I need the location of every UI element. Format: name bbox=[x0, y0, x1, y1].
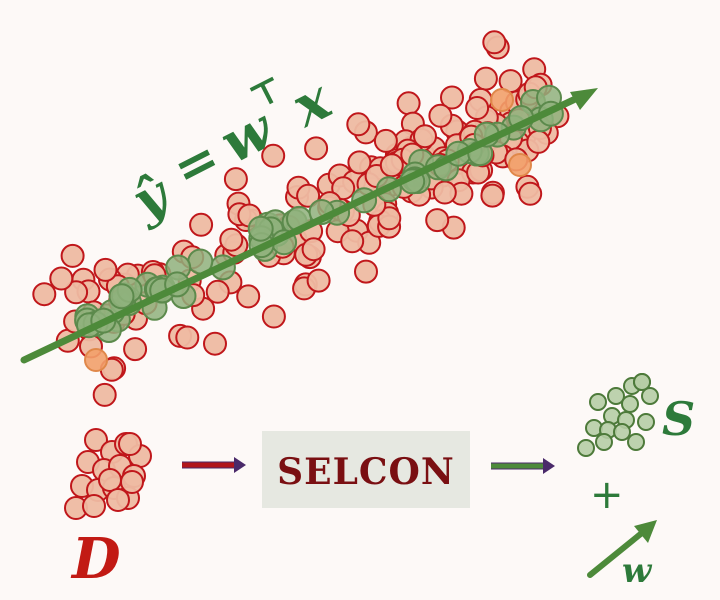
data-point bbox=[465, 96, 490, 120]
data-point bbox=[304, 136, 329, 161]
data-point bbox=[203, 331, 227, 356]
data-point bbox=[508, 153, 532, 177]
subset-cluster bbox=[577, 373, 659, 457]
output-arrow-head bbox=[543, 458, 555, 474]
data-point bbox=[473, 66, 498, 91]
data-point bbox=[205, 279, 230, 304]
dataset-point bbox=[106, 488, 130, 512]
data-point bbox=[354, 259, 378, 284]
subset-point bbox=[589, 393, 607, 411]
data-point bbox=[49, 266, 74, 291]
selected-point bbox=[108, 283, 135, 310]
data-point bbox=[123, 337, 148, 362]
data-point bbox=[261, 304, 286, 329]
data-point bbox=[518, 181, 543, 206]
subset-point bbox=[641, 387, 659, 405]
data-point bbox=[377, 206, 402, 231]
subset-point bbox=[621, 395, 639, 413]
data-point bbox=[340, 229, 365, 254]
data-point bbox=[373, 128, 398, 153]
data-point bbox=[32, 282, 57, 307]
data-point bbox=[64, 280, 89, 305]
weight-label: w bbox=[622, 551, 653, 591]
data-point bbox=[306, 268, 331, 293]
input-arrow-head bbox=[234, 457, 246, 473]
data-point bbox=[236, 284, 261, 309]
data-point bbox=[396, 91, 421, 116]
data-point bbox=[425, 208, 450, 233]
dataset-cluster bbox=[64, 428, 152, 520]
data-point bbox=[175, 325, 200, 350]
data-point bbox=[526, 129, 551, 154]
data-point bbox=[219, 227, 244, 252]
weight-arrow bbox=[587, 525, 651, 578]
dataset-point bbox=[98, 468, 122, 492]
subset-point bbox=[577, 439, 595, 457]
regression-arrow-head bbox=[570, 88, 598, 110]
subset-label: S bbox=[662, 392, 695, 446]
data-point bbox=[301, 237, 326, 262]
data-point bbox=[331, 176, 356, 201]
subset-point bbox=[633, 373, 651, 391]
subset-point bbox=[613, 423, 631, 441]
dataset-point bbox=[120, 470, 144, 494]
data-point bbox=[347, 150, 372, 175]
subset-point bbox=[595, 433, 613, 451]
data-point bbox=[223, 167, 248, 192]
data-point bbox=[482, 30, 507, 55]
data-point bbox=[440, 85, 464, 110]
dataset-point bbox=[118, 432, 142, 456]
data-point bbox=[92, 382, 117, 407]
data-point bbox=[428, 103, 453, 128]
data-point bbox=[261, 143, 286, 168]
data-point bbox=[93, 257, 118, 282]
data-point bbox=[413, 124, 437, 149]
dataset-label: D bbox=[70, 526, 121, 592]
selected-point bbox=[247, 215, 274, 242]
data-point bbox=[189, 212, 214, 237]
subset-point bbox=[637, 413, 655, 431]
data-point bbox=[379, 153, 404, 178]
data-point bbox=[480, 183, 505, 208]
formula-yhat: ŷ bbox=[122, 162, 181, 232]
regression-arrow bbox=[20, 89, 592, 364]
data-point bbox=[60, 243, 85, 268]
data-point bbox=[296, 183, 321, 208]
data-point bbox=[490, 88, 514, 112]
subset-point bbox=[607, 387, 625, 405]
plus-sign: + bbox=[590, 472, 624, 518]
dataset-point bbox=[82, 494, 106, 518]
data-point bbox=[432, 180, 457, 205]
weight-arrow-head bbox=[634, 520, 657, 543]
dataset-point bbox=[84, 428, 108, 452]
data-point bbox=[346, 112, 371, 137]
data-point bbox=[84, 348, 108, 372]
selcon-box bbox=[262, 431, 470, 508]
subset-point bbox=[627, 433, 645, 451]
selcon-label: SELCON bbox=[277, 451, 455, 493]
